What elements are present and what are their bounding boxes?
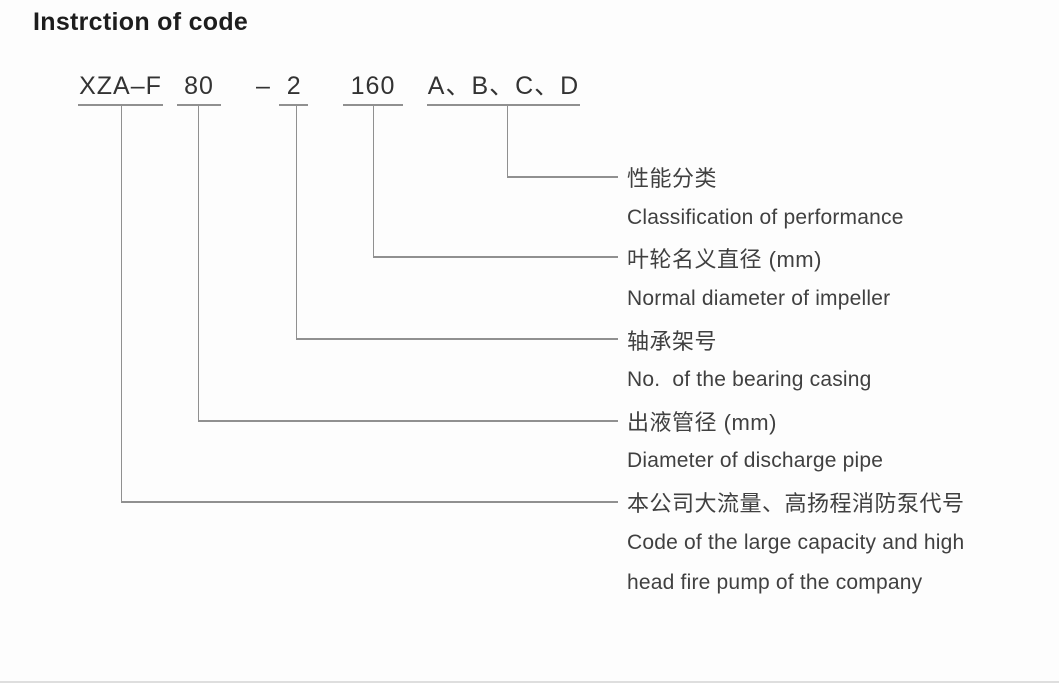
code-segment-performance-class: A、B、C、D	[427, 72, 580, 100]
code-segment-discharge-diameter: 80	[184, 72, 214, 100]
legend: 性能分类 Classification of performance 叶轮名义直…	[627, 157, 1047, 604]
connector-vertical-impeller-diameter	[372, 105, 374, 257]
bottom-border	[0, 681, 1059, 683]
code-segment-bearing-number: – 2	[256, 72, 302, 100]
connector-horizontal-company	[120, 501, 618, 503]
underline-performance-class	[427, 104, 580, 106]
label-impeller-diameter-en: Normal diameter of impeller	[627, 287, 891, 311]
underline-impeller-diameter	[343, 104, 403, 106]
label-discharge-diameter-en: Diameter of discharge pipe	[627, 449, 884, 473]
underline-discharge-diameter	[177, 104, 221, 106]
connector-vertical-discharge-diameter	[197, 105, 199, 421]
connector-vertical-performance-class	[506, 105, 508, 177]
label-bearing-number-cn: 轴承架号	[627, 328, 718, 354]
code-segment-company: XZA–F	[79, 72, 162, 100]
code-segment-impeller-diameter: 160	[350, 72, 396, 100]
label-impeller-diameter-cn: 叶轮名义直径 (mm)	[627, 247, 822, 273]
connector-vertical-bearing-number	[295, 105, 297, 339]
connector-horizontal-performance-class	[506, 176, 618, 178]
label-company-code-en-line2: head fire pump of the company	[627, 571, 923, 595]
label-performance-class-en: Classification of performance	[627, 205, 904, 229]
label-company-code-en-line1: Code of the large capacity and high	[627, 530, 965, 554]
label-bearing-number-en: No. of the bearing casing	[627, 368, 872, 392]
connector-horizontal-discharge-diameter	[197, 420, 618, 422]
underline-company	[78, 104, 163, 106]
connector-horizontal-impeller-diameter	[372, 256, 618, 258]
underline-bearing-number	[279, 104, 308, 106]
page-title: Instrction of code	[33, 8, 249, 36]
label-performance-class-cn: 性能分类	[627, 166, 718, 192]
label-discharge-diameter-cn: 出液管径 (mm)	[627, 409, 777, 435]
connector-vertical-company	[120, 105, 122, 502]
label-company-code-cn: 本公司大流量、高扬程消防泵代号	[627, 491, 965, 517]
connector-horizontal-bearing-number	[295, 338, 618, 340]
